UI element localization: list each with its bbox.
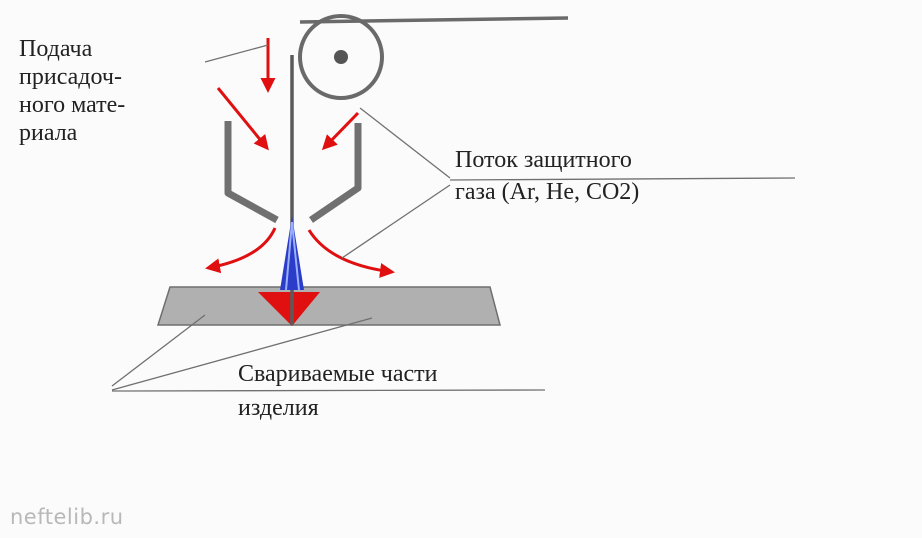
filler-feed-line-1: Подача [19,36,93,62]
shield-gas-label: Поток защитного газа (Ar, He, CO2) [455,146,639,206]
filler-feed-line-3: ного мате- [19,92,126,118]
welding-arc [280,216,304,291]
gas-arrow-left [205,227,277,274]
welded-parts-label: Свариваемые части изделия [238,360,438,422]
nozzle-left-wall [224,121,279,224]
nozzle-right-wall [309,123,362,223]
feed-arrow-left [216,87,269,151]
wire-spool [298,14,569,100]
filler-feed-line-4: риала [19,120,78,146]
weld-pool [258,292,320,326]
filler-feed-line-2: присадоч- [19,64,122,90]
welded-parts-line-2: изделия [238,395,319,421]
welded-parts-line-1: Свариваемые части [238,361,438,387]
feed-arrow-right [321,111,360,151]
shield-gas-line-1: Поток защитного [455,147,632,173]
filler-feed-label: Подача присадоч- ного мате- риала [19,35,125,147]
workpiece [156,286,501,326]
gas-arrow-right [307,229,395,278]
shield-gas-line-2: газа (Ar, He, CO2) [455,179,640,205]
leader-lines [111,44,796,392]
watermark: neftelib.ru [10,505,124,529]
